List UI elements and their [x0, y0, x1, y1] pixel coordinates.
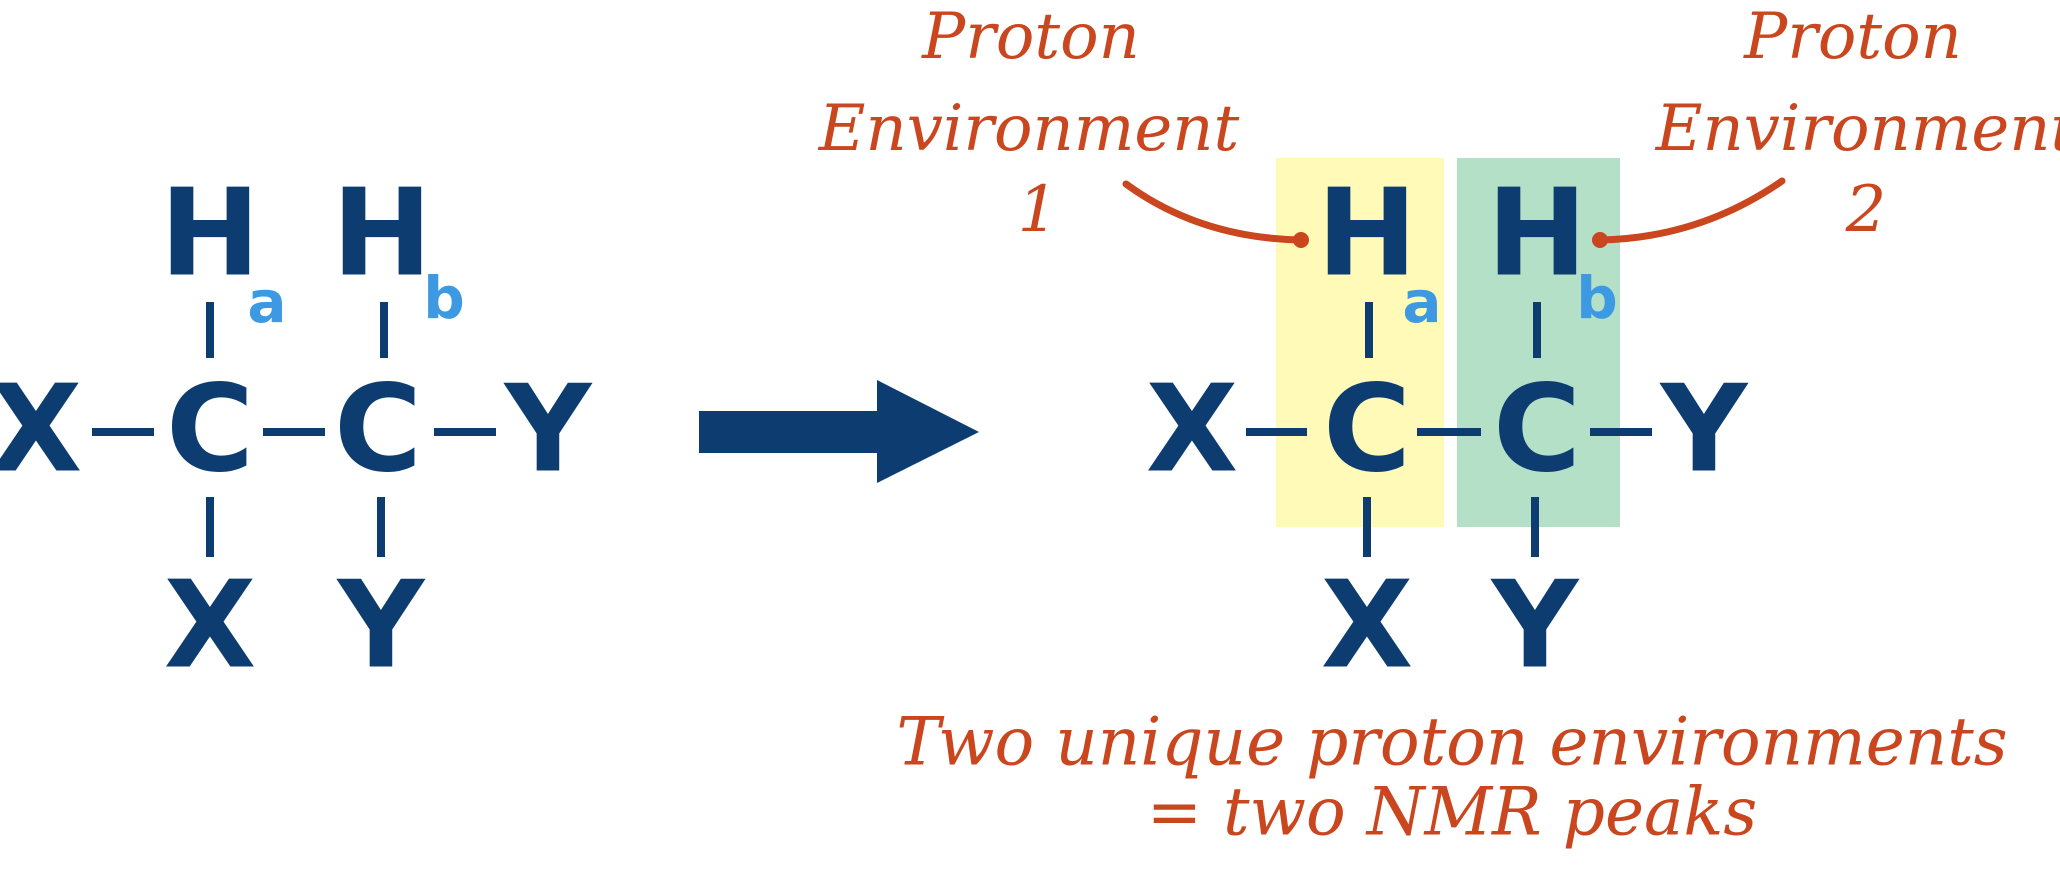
atom-c: C [1493, 361, 1581, 500]
label-number: 2 [1845, 173, 1887, 247]
atom-y: Y [1490, 557, 1581, 696]
pointer-line-1 [1122, 180, 1305, 244]
right-molecule: H a H b X C C Y X Y [1146, 165, 1750, 696]
atom-x: X [1146, 361, 1239, 500]
atom-y: Y [1659, 361, 1750, 500]
pointer-line-2 [1596, 177, 1786, 244]
atom-x: X [164, 557, 257, 696]
conclusion-line-1: Two unique proton environments [896, 704, 2007, 781]
environment-1-label: Proton Environment 1 [818, 0, 1240, 247]
subscript-b: b [423, 264, 465, 332]
right-arrow-icon [699, 380, 979, 483]
atom-c: C [1323, 361, 1411, 500]
atom-c: C [166, 361, 254, 500]
label-line: Environment [818, 92, 1240, 166]
label-line: Proton [921, 0, 1140, 74]
subscript-a: a [247, 268, 286, 336]
label-line: Environment [1655, 92, 2060, 166]
pointer-dot-2 [1592, 232, 1608, 248]
atom-y: Y [503, 361, 594, 500]
atom-h-a: H [160, 165, 260, 304]
subscript-b: b [1576, 264, 1618, 332]
atom-c: C [334, 361, 422, 500]
atom-x: X [0, 361, 82, 500]
atom-h-b: H [1487, 165, 1587, 304]
left-molecule: H a H b X C C Y X Y [0, 165, 594, 696]
pointer-dot-1 [1293, 232, 1309, 248]
atom-y: Y [336, 557, 427, 696]
atom-x: X [1321, 557, 1414, 696]
atom-h-b: H [332, 165, 432, 304]
atom-h-a: H [1317, 165, 1417, 304]
environment-2-label: Proton Environment 2 [1655, 0, 2060, 247]
label-line: Proton [1743, 0, 1962, 74]
label-number: 1 [1018, 173, 1059, 247]
environment-1-highlight [1276, 158, 1444, 527]
subscript-a: a [1402, 268, 1441, 336]
conclusion-line-2: = two NMR peaks [1147, 774, 1758, 851]
